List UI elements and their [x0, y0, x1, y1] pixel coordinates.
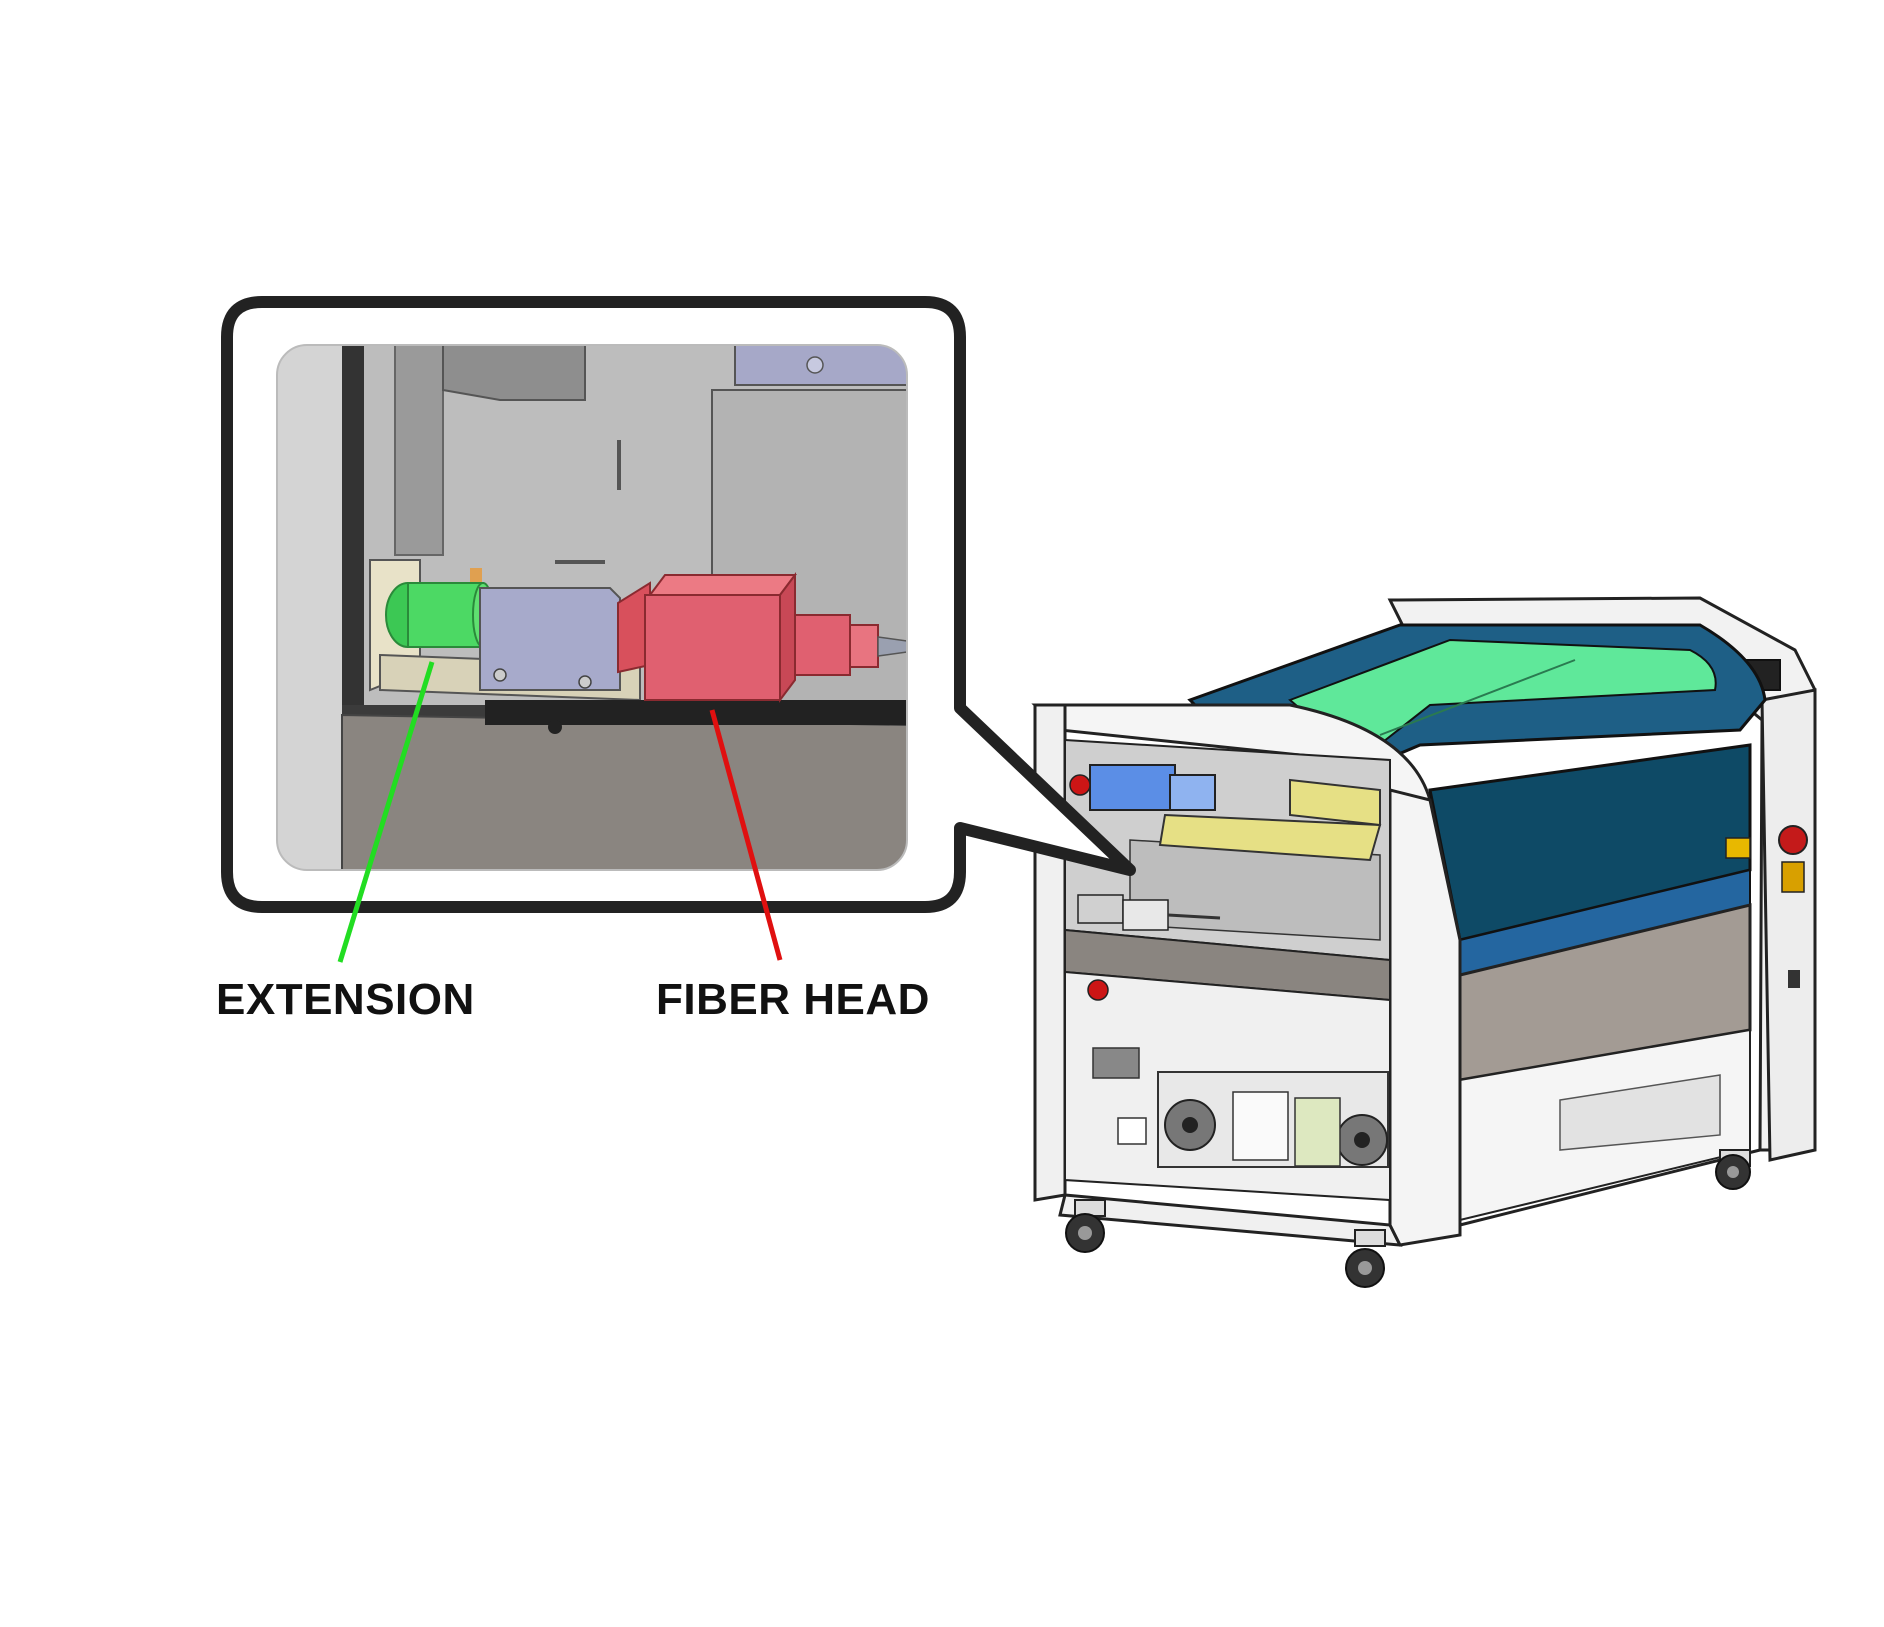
extension-label: EXTENSION [216, 975, 475, 1024]
zoom-callout [221, 296, 1136, 913]
extension-part [385, 582, 494, 648]
caster-icon [1065, 1199, 1106, 1253]
fiber-head-label: FIBER HEAD [656, 975, 930, 1024]
lid-window [1288, 638, 1717, 762]
machine-illustration [1031, 596, 1817, 1288]
caster-icon [1345, 1229, 1386, 1288]
extension-leader-line [337, 661, 435, 963]
fiber-head-leader-line [709, 709, 783, 961]
zoom-detail [277, 345, 907, 870]
caster-icon [1715, 1149, 1751, 1190]
emergency-stop-icon [1778, 825, 1808, 855]
fiber-head-part [617, 572, 907, 703]
